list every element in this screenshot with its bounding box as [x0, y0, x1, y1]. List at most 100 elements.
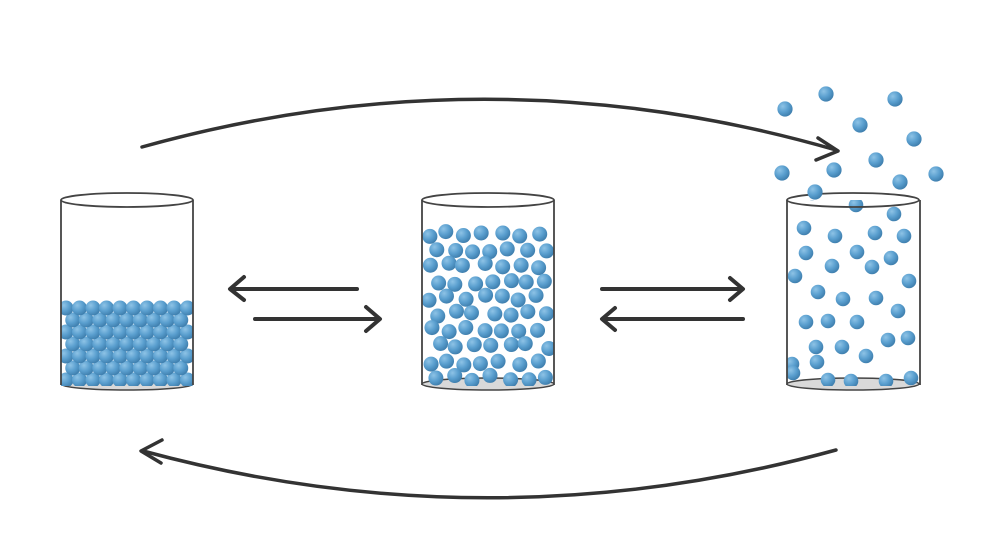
particle [65, 312, 81, 328]
particle [868, 290, 884, 306]
particle [513, 257, 529, 273]
particle [430, 308, 446, 324]
particle [180, 300, 193, 316]
particle [139, 372, 155, 386]
particle [864, 259, 880, 275]
particle [139, 324, 155, 340]
particle [848, 200, 864, 213]
particle [166, 372, 182, 386]
particle [477, 256, 493, 272]
particle [99, 324, 114, 340]
particle [132, 336, 148, 352]
particle [868, 152, 884, 168]
particle [166, 348, 182, 364]
particle [105, 336, 121, 352]
particle [119, 312, 135, 328]
particle [827, 228, 843, 244]
solid-particles [61, 300, 193, 386]
particle [72, 348, 87, 364]
particle [887, 91, 903, 107]
particle [843, 373, 859, 386]
particle [530, 322, 546, 338]
particle [85, 348, 101, 364]
particle [463, 305, 479, 321]
particle [61, 348, 74, 364]
particle [503, 372, 519, 386]
particle [438, 288, 454, 304]
arrow-solid-to-liquid [253, 305, 382, 333]
particle [146, 312, 162, 328]
particle [456, 357, 472, 373]
particle [159, 360, 175, 376]
particle [458, 291, 474, 307]
particle [820, 372, 836, 386]
particle [447, 368, 463, 384]
particle [774, 165, 790, 181]
particle [112, 324, 128, 340]
particle [441, 324, 457, 340]
particle [512, 357, 528, 373]
particle [495, 259, 511, 275]
particle [72, 324, 87, 340]
particle [485, 274, 501, 290]
particle [447, 276, 463, 292]
particle [126, 348, 141, 364]
particle [531, 260, 547, 276]
particle [503, 337, 519, 353]
particle [431, 275, 447, 291]
arrow-solid-to-gas [140, 97, 840, 162]
particle [809, 354, 825, 370]
particle [146, 360, 162, 376]
particle [92, 360, 108, 376]
particle [477, 323, 493, 339]
particle [494, 288, 510, 304]
particle [105, 312, 121, 328]
particle [521, 372, 537, 386]
particle [495, 225, 511, 241]
arrow-liquid-to-gas [600, 276, 745, 302]
particle [901, 273, 917, 289]
particle [798, 245, 814, 261]
particle [422, 292, 437, 308]
particle [99, 372, 114, 386]
particle [473, 225, 489, 241]
particle [928, 166, 944, 182]
particle [808, 339, 824, 355]
container-gas [786, 192, 921, 391]
particle [126, 372, 141, 386]
particle [867, 225, 883, 241]
particle [818, 86, 834, 102]
particle [464, 372, 480, 386]
particle [454, 257, 470, 273]
particle [834, 339, 850, 355]
particle [153, 348, 168, 364]
particle [423, 356, 439, 372]
particle [810, 284, 826, 300]
particle [173, 360, 189, 376]
particle [903, 370, 919, 386]
particle [824, 258, 840, 274]
particle [448, 243, 464, 259]
particle [166, 300, 182, 316]
particle [85, 324, 101, 340]
particle [99, 348, 114, 364]
particle [532, 226, 548, 242]
particle [493, 323, 509, 339]
particle [159, 312, 175, 328]
particle [537, 369, 553, 385]
particle [72, 372, 87, 386]
container-liquid [421, 192, 555, 391]
particle [852, 117, 868, 133]
particle [503, 307, 519, 323]
particle [85, 372, 101, 386]
particle [458, 320, 474, 336]
particle [510, 292, 526, 308]
particle [849, 314, 865, 330]
particle [139, 300, 155, 316]
particle [132, 312, 148, 328]
particle [511, 323, 527, 339]
particle [499, 241, 515, 257]
particle [807, 184, 823, 200]
particle [777, 101, 793, 117]
